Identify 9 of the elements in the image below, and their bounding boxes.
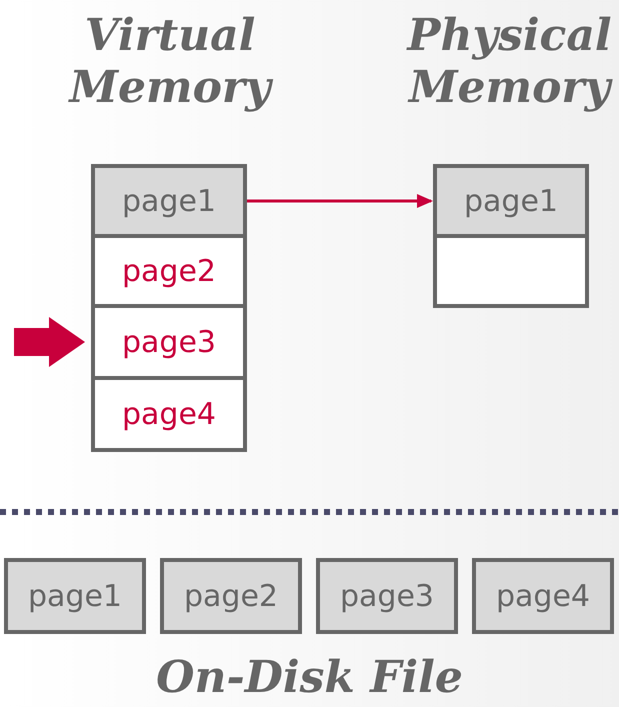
arrow (247, 194, 433, 208)
page-cell: page3 (316, 558, 458, 634)
page-cell: page4 (472, 558, 614, 634)
section-heading: On-Disk File (155, 652, 464, 704)
arrow (14, 317, 85, 367)
section-heading: Physical Memory (405, 10, 614, 114)
section-heading: Virtual Memory (60, 10, 280, 114)
page-cell: page1 (4, 558, 146, 634)
page-cell: page2 (160, 558, 302, 634)
